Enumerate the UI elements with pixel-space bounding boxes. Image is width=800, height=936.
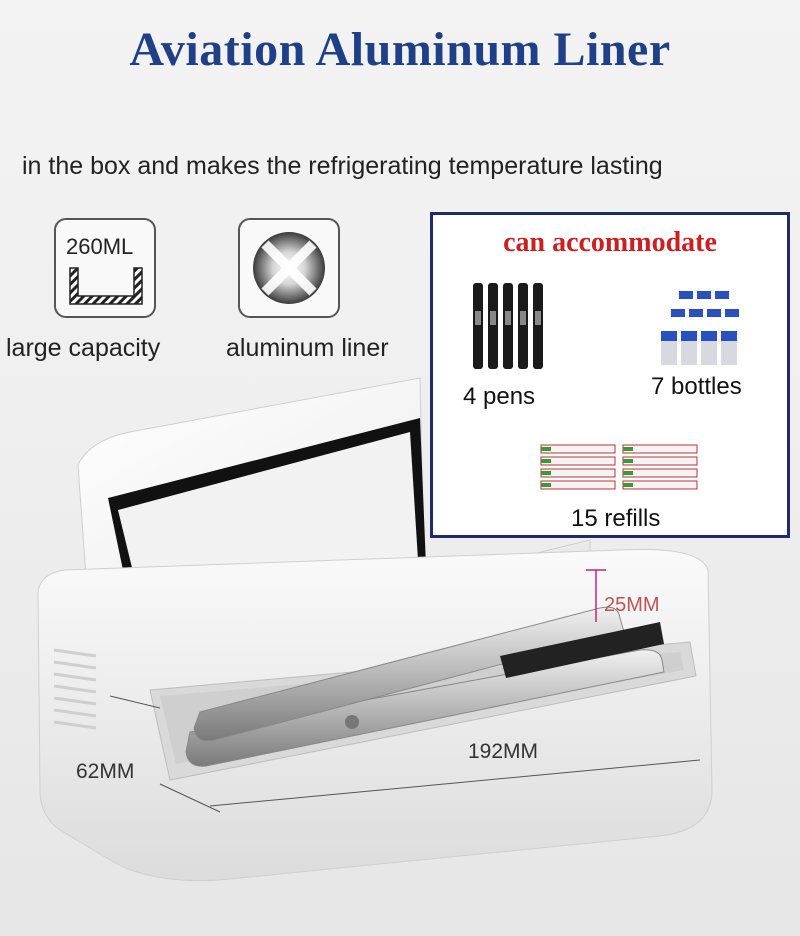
capacity-feature-box: 260ML xyxy=(54,218,156,318)
bottles-label: 7 bottles xyxy=(651,373,742,400)
capacity-icon-text: 260ML xyxy=(66,234,134,259)
bottles-icon xyxy=(661,291,739,365)
aluminum-liner-icon xyxy=(253,232,325,304)
cooler-box-illustration xyxy=(37,377,713,882)
refills-icon xyxy=(540,444,698,490)
capacity-icon xyxy=(69,267,143,305)
height-dimension-label: 62MM xyxy=(76,760,135,783)
page-title: Aviation Aluminum Liner xyxy=(129,23,671,76)
pens-icon xyxy=(473,283,543,369)
refills-label: 15 refills xyxy=(571,505,661,532)
accommodate-panel: can accommodate 4 pens xyxy=(430,212,790,538)
capacity-label: large capacity xyxy=(6,334,161,362)
aluminum-liner-label: aluminum liner xyxy=(226,334,389,362)
subtitle: in the box and makes the refrigerating t… xyxy=(22,152,663,180)
length-dimension-label: 192MM xyxy=(468,740,539,763)
depth-dimension-label: 25MM xyxy=(604,594,660,616)
accommodate-title: can accommodate xyxy=(503,227,717,258)
pens-label: 4 pens xyxy=(463,383,536,410)
aluminum-liner-feature-box xyxy=(238,218,340,318)
